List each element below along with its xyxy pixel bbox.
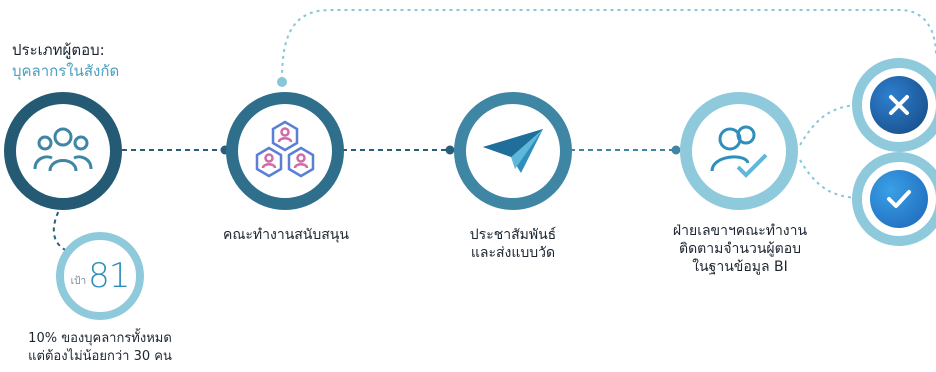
team-hierarchy-icon xyxy=(255,120,315,178)
outcome-connector-top xyxy=(799,104,863,146)
connector-dot-3 xyxy=(671,145,681,155)
step-3-label-line1: ประชาสัมพันธ์ xyxy=(469,227,557,243)
step-4-label: ฝ่ายเลขาฯคณะทำงาน ติดตามจำนวนผู้ตอบ ในฐา… xyxy=(656,222,824,276)
check-icon xyxy=(887,190,911,208)
user-check-icon xyxy=(710,125,768,178)
check-icon-bg xyxy=(870,170,928,228)
step-3-label-line2: และส่งแบบวัด xyxy=(470,245,556,261)
outcome-accept-circle xyxy=(852,152,936,246)
step-4-label-line3: ในฐานข้อมูล BI xyxy=(692,259,788,275)
close-icon-bg xyxy=(870,76,928,134)
step-4-label-line1: ฝ่ายเลขาฯคณะทำงาน xyxy=(672,223,808,239)
target-note-line2: แต่ต้องไม่น้อยกว่า 30 คน xyxy=(28,349,172,364)
target-value: 81 xyxy=(88,256,130,296)
step-2-circle xyxy=(226,92,344,210)
step-4-circle xyxy=(680,92,798,210)
step-4-label-line2: ติดตามจำนวนผู้ตอบ xyxy=(678,241,802,257)
respondent-subtitle: บุคลากรในสังกัด xyxy=(12,62,120,80)
step-3-label: ประชาสัมพันธ์ และส่งแบบวัด xyxy=(443,226,583,262)
loop-start-dot xyxy=(277,77,287,87)
paper-plane-icon xyxy=(483,129,543,173)
target-note: 10% ของบุคลากรทั้งหมด แต่ต้องไม่น้อยกว่า… xyxy=(0,330,200,366)
connector-dot-2 xyxy=(445,145,455,155)
outcome-connector-bottom xyxy=(799,159,863,199)
people-group-icon xyxy=(33,127,93,172)
close-icon xyxy=(889,95,909,115)
respondent-title: ประเภทผู้ตอบ: xyxy=(12,41,105,59)
step-2-label: คณะทำงานสนับสนุน xyxy=(223,227,349,243)
step-1-circle xyxy=(4,92,122,210)
target-circle: เป้า 81 xyxy=(56,232,144,320)
step-3-circle xyxy=(454,92,572,210)
target-note-line1: 10% ของบุคลากรทั้งหมด xyxy=(28,331,172,346)
feedback-loop-path xyxy=(281,9,936,81)
outcome-reject-circle xyxy=(852,58,936,152)
target-prefix: เป้า xyxy=(70,275,87,287)
